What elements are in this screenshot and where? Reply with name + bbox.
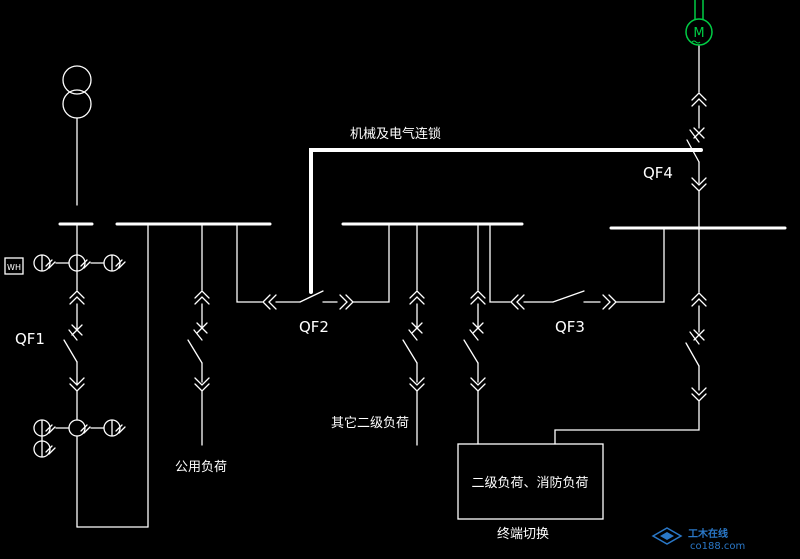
- secondary-fire-load-label: 二级负荷、消防负荷: [471, 475, 588, 491]
- qf4-label: QF4: [643, 164, 673, 182]
- qf3-label: QF3: [555, 318, 585, 336]
- terminal-switch-box: [457, 443, 604, 520]
- generator-feeder-qf4: [686, 45, 707, 229]
- feeder-public-load: [187, 223, 210, 446]
- terminal-switch-label: 终端切换: [497, 526, 549, 542]
- generator-symbol: [685, 0, 713, 46]
- ct-group-upper: [33, 254, 126, 272]
- watermark-name: 工木在线: [688, 527, 728, 540]
- feeder-fire-load-left: [463, 223, 486, 445]
- watermark-logo: 工木在线 co188.com: [651, 527, 745, 552]
- feeder-other-secondary-load: [402, 223, 425, 446]
- watermark-url: co188.com: [690, 541, 745, 552]
- public-load-label: 公用负荷: [175, 460, 227, 475]
- other-secondary-load-label: 其它二级负荷: [331, 415, 409, 431]
- transformer-symbol: [58, 65, 94, 226]
- qf2-label: QF2: [299, 318, 329, 336]
- interlock-label: 机械及电气连锁: [350, 126, 441, 142]
- motor-label: M: [693, 26, 704, 41]
- bus-tie-qf3: [489, 223, 665, 310]
- meter-box: [4, 257, 24, 275]
- qf1-label: QF1: [15, 330, 45, 348]
- bus-tie-qf2: [236, 223, 390, 310]
- interlock-link: [309, 148, 703, 294]
- incoming-feeder: [33, 223, 149, 528]
- feeder-fire-load-right: [554, 227, 707, 445]
- meter-label: WH: [7, 263, 21, 272]
- ct-group-lower: [33, 419, 126, 458]
